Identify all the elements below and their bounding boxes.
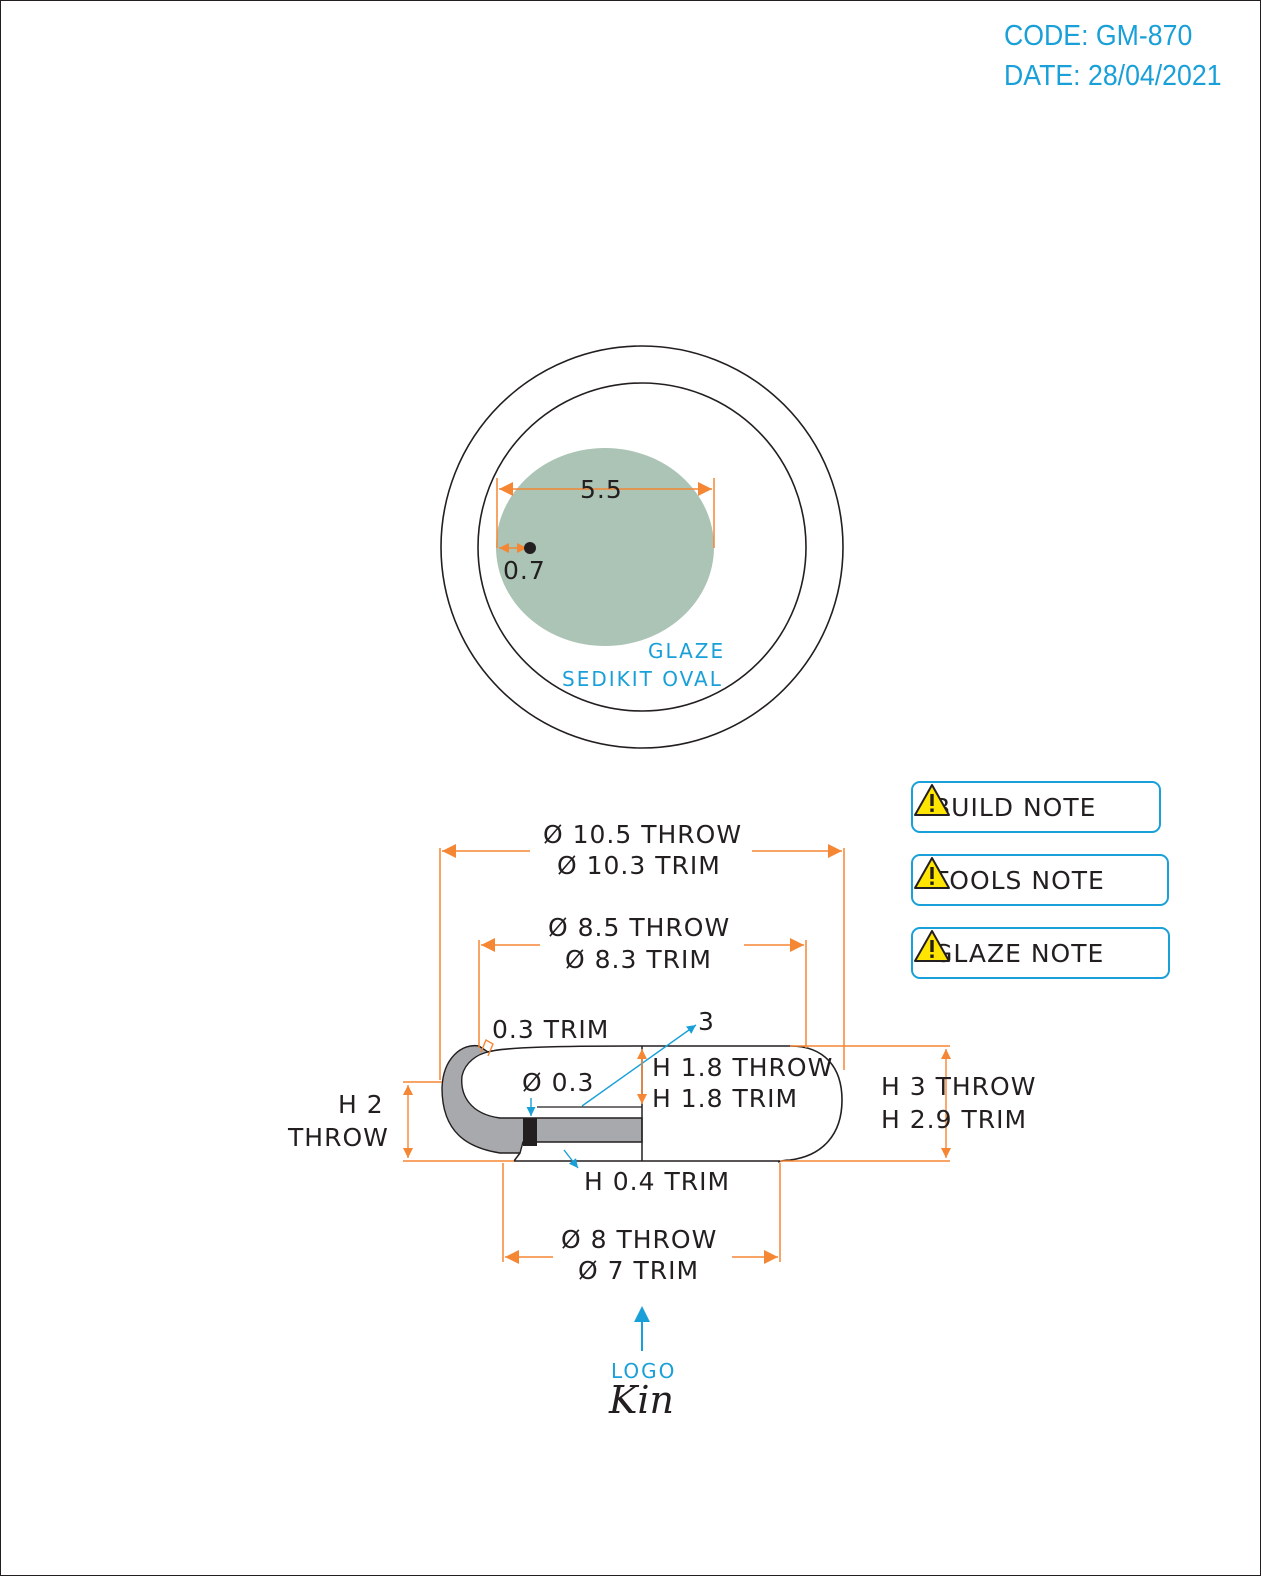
- inner-trim-label: Ø 8.3 TRIM: [565, 945, 712, 974]
- inner-rim-circle: [477, 382, 807, 712]
- rim-trim-bracket: [480, 1038, 494, 1057]
- wall-section-fill: [441, 1044, 643, 1154]
- top-view: 5.5 0.7 GLAZE SEDIKIT OVAL: [440, 345, 844, 749]
- left-h-throw-label: THROW: [287, 1123, 389, 1152]
- logo-arrow-head: [634, 1306, 650, 1322]
- drawing-date: DATE: 28/04/2021: [1004, 60, 1222, 92]
- product-code: CODE: GM-870: [1004, 20, 1193, 52]
- hole-section: [523, 1118, 537, 1146]
- warning-icon: [914, 784, 950, 816]
- outer-throw-label: Ø 10.5 THROW: [543, 820, 742, 849]
- offset-label: 0.7: [503, 556, 546, 585]
- inner-h-trim-label: H 1.8 TRIM: [652, 1084, 798, 1113]
- foot-trim-leader: [563, 1149, 579, 1169]
- outer-trim-label: Ø 10.3 TRIM: [557, 851, 721, 880]
- base-trim-label: Ø 7 TRIM: [578, 1256, 699, 1285]
- build-note-box[interactable]: BUILD NOTE: [911, 781, 1161, 833]
- section-view: Ø 10.5 THROW Ø 10.3 TRIM Ø 8.5 THROW Ø 8…: [287, 820, 1036, 1383]
- glaze-callout-1: GLAZE: [648, 639, 725, 663]
- glaze-oval: [496, 448, 714, 646]
- logo-label: LOGO: [611, 1359, 676, 1383]
- callout-3-label: 3: [698, 1007, 715, 1036]
- tools-note-label: TOOLS NOTE: [933, 865, 1105, 895]
- signature: Kin: [609, 1378, 675, 1422]
- foot-trim-label: H 0.4 TRIM: [584, 1167, 730, 1196]
- inner-throw-label: Ø 8.5 THROW: [548, 913, 730, 942]
- center-point: [524, 542, 536, 554]
- base-throw-label: Ø 8 THROW: [561, 1225, 717, 1254]
- hole-label: Ø 0.3: [522, 1068, 594, 1097]
- glaze-note-box[interactable]: GLAZE NOTE: [911, 927, 1170, 979]
- foot-step-line: [513, 1152, 521, 1162]
- glaze-width-label: 5.5: [580, 475, 623, 504]
- glaze-callout-2: SEDIKIT OVAL: [562, 667, 723, 691]
- outer-rim-circle: [440, 345, 844, 749]
- right-h-trim-label: H 2.9 TRIM: [881, 1105, 1027, 1134]
- warning-icon: [914, 857, 950, 889]
- left-h-label: H 2: [338, 1090, 384, 1119]
- glaze-note-label: GLAZE NOTE: [933, 938, 1105, 968]
- build-note-label: BUILD NOTE: [933, 792, 1097, 822]
- rim-trim-label: 0.3 TRIM: [492, 1015, 609, 1044]
- warning-icon: [914, 930, 950, 962]
- right-h-throw-label: H 3 THROW: [881, 1072, 1036, 1101]
- tools-note-box[interactable]: TOOLS NOTE: [911, 854, 1169, 906]
- bowl-outline: [487, 1045, 843, 1163]
- inner-h-throw-label: H 1.8 THROW: [652, 1053, 833, 1082]
